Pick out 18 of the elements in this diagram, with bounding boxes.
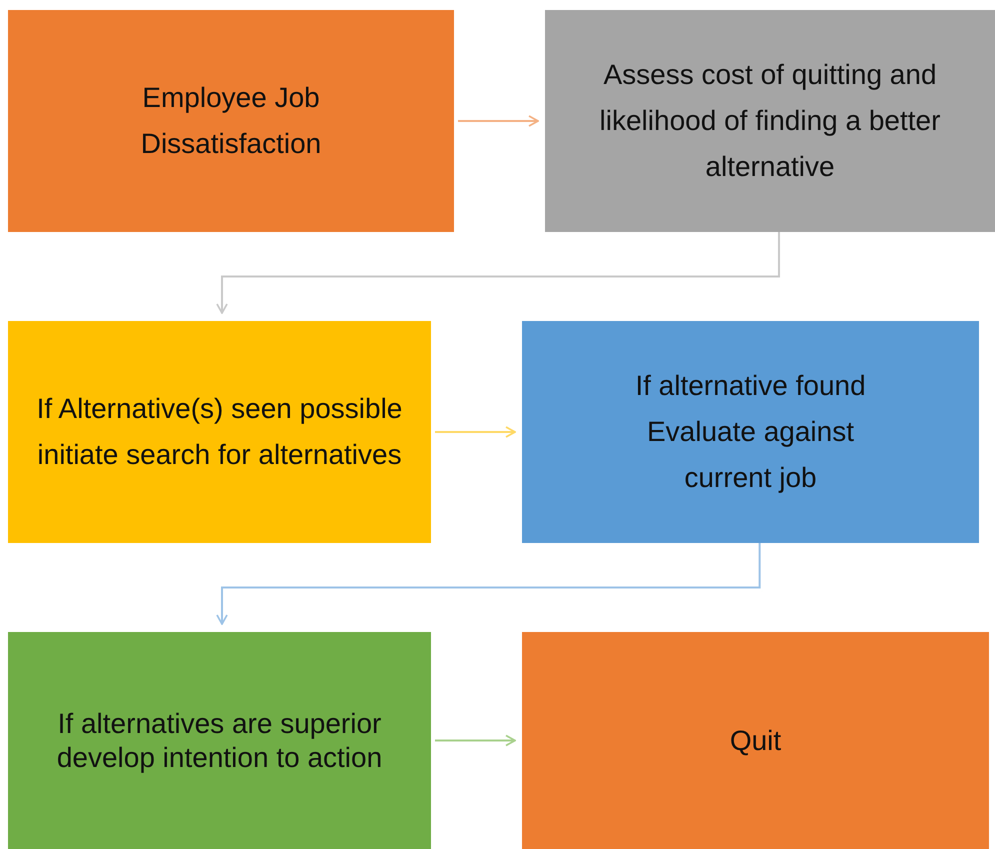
- process-box: [8, 632, 431, 849]
- box-text: Employee Job Dissatisfaction: [140, 81, 322, 161]
- arrow: [435, 426, 516, 438]
- box-text: Quit: [730, 724, 782, 758]
- box-text: If alternative found: [635, 369, 866, 403]
- process-box: [522, 321, 979, 543]
- process-box: [522, 632, 989, 849]
- box-text: If Alternative(s) seen possible initiate search for alternatives: [36, 392, 404, 472]
- arrow: [458, 115, 539, 127]
- arrow: [435, 734, 516, 746]
- process-box: [8, 321, 431, 543]
- box-text: If alternatives are superior develop intention to action: [56, 706, 384, 774]
- arrow: [216, 232, 780, 314]
- process-box: [8, 10, 454, 232]
- box-text: Assess cost of quitting and likelihood of finding a better alternative: [598, 58, 942, 184]
- process-box: [545, 10, 995, 232]
- box-text: Evaluate against current job: [646, 415, 856, 495]
- arrow: [216, 543, 761, 625]
